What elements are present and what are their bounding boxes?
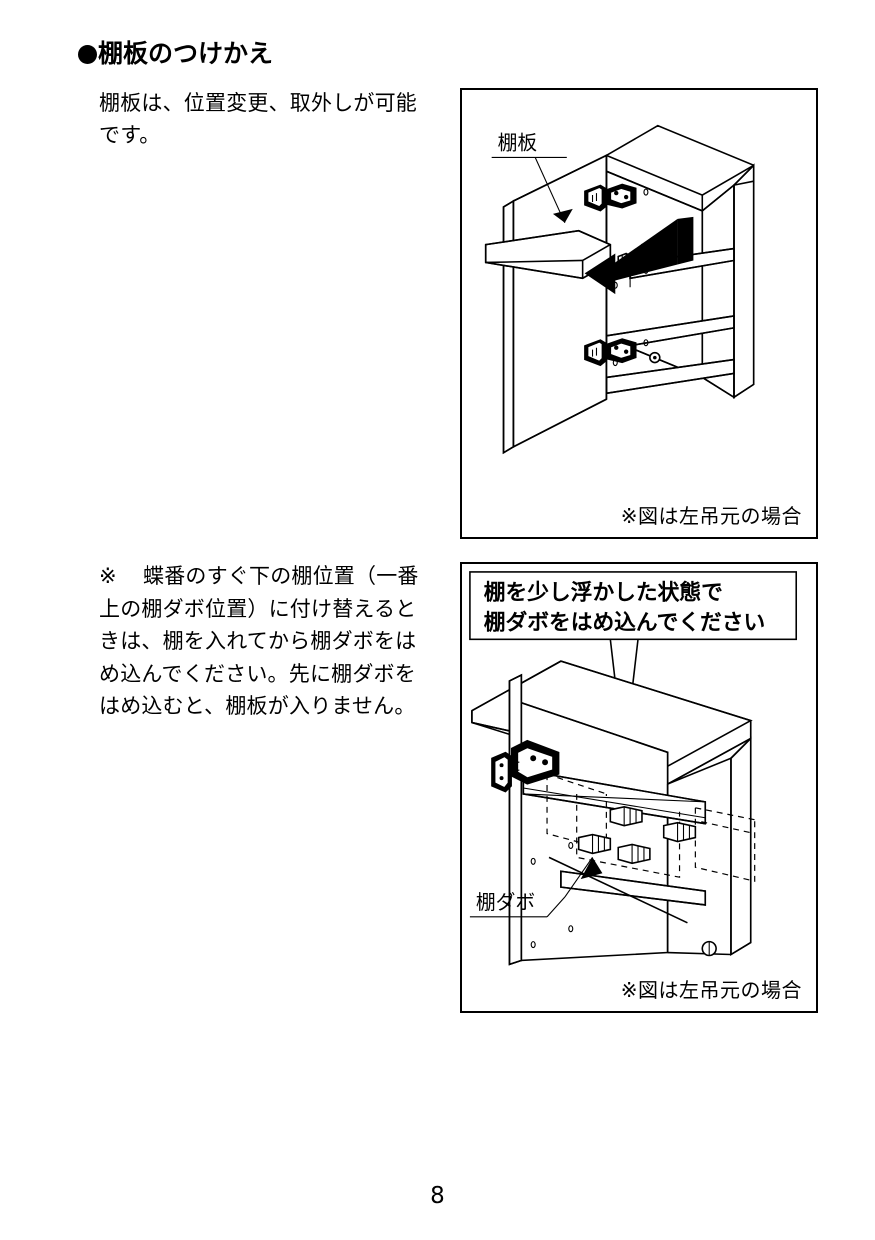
callout-line-2: 棚ダボをはめ込んでください [484,609,766,635]
note-marker-icon: ※ [99,564,117,588]
bent-arrow-left-icon [584,216,694,295]
cabinet-right-side-panel-detail [666,736,752,956]
door-catch-knob-icon [701,940,717,957]
shelf-pin-callout: 棚ダボ [469,857,603,918]
shelf-support-pin-1 [609,806,643,827]
shelf-front-edge [523,787,706,819]
shelf-board-callout: 棚板 [491,131,573,224]
shelf-board-label: 棚板 [498,131,538,154]
page-title: 棚板のつけかえ [78,39,274,69]
bottom-rail-screw-icon [649,351,661,364]
figure-shelf-removal-drawing: 棚板 [484,124,755,455]
figure-shelf-pin-install: 棚を少し浮かした状態で 棚ダボをはめ込んでください [460,562,818,1013]
shelf-pin-holes-detail [530,841,574,949]
note-paragraph: ※ 蝶番のすぐ下の棚位置（一番上の棚ダボ位置）に付け替えるときは、棚を入れてから… [99,560,437,723]
cup-hinge-upper-icon [584,183,637,212]
cabinet-inner-diagonal [548,856,688,924]
cup-hinge-lower-icon [584,338,637,367]
figure2-caption: ※図は左吊元の場合 [620,978,802,1002]
dashed-alignment-guides [546,773,756,882]
shelf-pin-label: 棚ダボ [476,891,535,914]
note-body-text: 蝶番のすぐ下の棚位置（一番上の棚ダボ位置）に付け替えるときは、棚を入れてから棚ダ… [99,564,419,719]
page-number: 8 [430,1183,445,1209]
shelf-support-pin-3 [577,833,612,855]
cabinet-left-side-panel [508,673,523,966]
figure-shelf-pin-install-drawing: 棚を少し浮かした状態で 棚ダボをはめ込んでください [469,571,798,966]
page-title-text: 棚板のつけかえ [98,39,274,68]
figure1-caption: ※図は左吊元の場合 [620,504,802,528]
cup-hinge-icon [491,739,560,793]
filled-circle-bullet-icon [78,45,97,64]
callout-line-1: 棚を少し浮かした状態で [484,580,723,606]
shelf-support-pin-2 [662,821,697,843]
instruction-callout-box: 棚を少し浮かした状態で 棚ダボをはめ込んでください [469,571,798,775]
cabinet-right-side-panel [733,163,755,399]
intro-paragraph: 棚板は、位置変更、取外しが可能です。 [99,91,417,147]
shelf-support-pin-4 [617,843,651,865]
figure-shelf-removal: 棚板 ※図は左吊元の場合 [460,88,818,539]
